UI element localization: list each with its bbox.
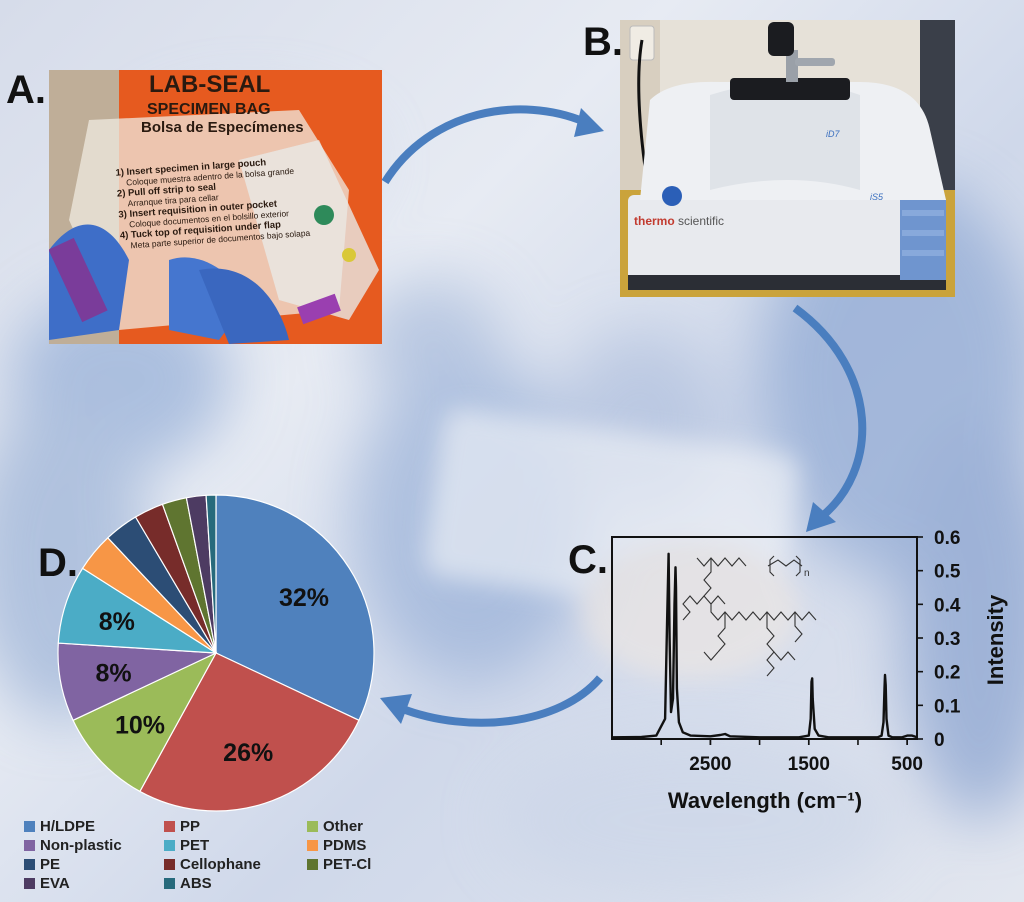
legend-label: PET	[180, 836, 210, 854]
legend-swatch	[24, 820, 35, 832]
legend-swatch	[164, 839, 175, 851]
model-top-text: iD7	[826, 129, 840, 139]
legend-item: EVA	[24, 874, 70, 892]
brand-scientific-text: scientific	[678, 214, 724, 228]
model-side-text: iS5	[870, 192, 884, 202]
legend-item: ABS	[164, 874, 212, 892]
specimen-bag-photo: LAB-SEAL SPECIMEN BAG Bolsa de Especímen…	[49, 70, 382, 344]
legend-label: PET-Cl	[323, 855, 372, 873]
legend-label: Other	[323, 817, 364, 835]
legend-label: Cellophane	[180, 855, 261, 873]
bag-brand-text: LAB-SEAL	[149, 71, 270, 98]
legend-item: Non-plastic	[24, 836, 122, 854]
spectrometer-photo: thermo scientific iD7 iS5	[620, 20, 955, 297]
legend-label: PE	[40, 855, 61, 873]
legend-item: PDMS	[307, 836, 366, 854]
legend-item: PET	[164, 836, 209, 854]
legend-item: PET-Cl	[307, 855, 371, 873]
legend-label: H/LDPE	[40, 817, 96, 835]
legend-item: Cellophane	[164, 855, 261, 873]
legend-label: PP	[180, 817, 201, 835]
bag-title-text: SPECIMEN BAG	[147, 101, 271, 118]
panel-label-b: B.	[583, 20, 623, 64]
legend-label: Non-plastic	[40, 836, 122, 854]
panel-label-c: C.	[568, 538, 608, 582]
legend-swatch	[164, 820, 175, 832]
legend-label: ABS	[180, 874, 212, 892]
panel-label-d: D.	[38, 541, 78, 585]
legend-swatch	[24, 877, 35, 889]
legend-item: Other	[307, 817, 363, 835]
legend-swatch	[24, 858, 35, 870]
bag-subtitle-text: Bolsa de Especímenes	[141, 119, 304, 136]
brand-thermo-text: thermo	[634, 214, 675, 228]
bag-instructions: 1) Insert specimen in large pouchColoque…	[115, 157, 311, 250]
legend-swatch	[307, 820, 318, 832]
legend-swatch	[164, 858, 175, 870]
legend-label: PDMS	[323, 836, 367, 854]
legend-item: PP	[164, 817, 200, 835]
legend-swatch	[24, 839, 35, 851]
legend-label: EVA	[40, 874, 70, 892]
legend-swatch	[164, 877, 175, 889]
panel-label-a: A.	[6, 68, 46, 112]
legend-swatch	[307, 858, 318, 870]
legend-swatch	[307, 839, 318, 851]
legend-item: PE	[24, 855, 60, 873]
legend-item: H/LDPE	[24, 817, 95, 835]
